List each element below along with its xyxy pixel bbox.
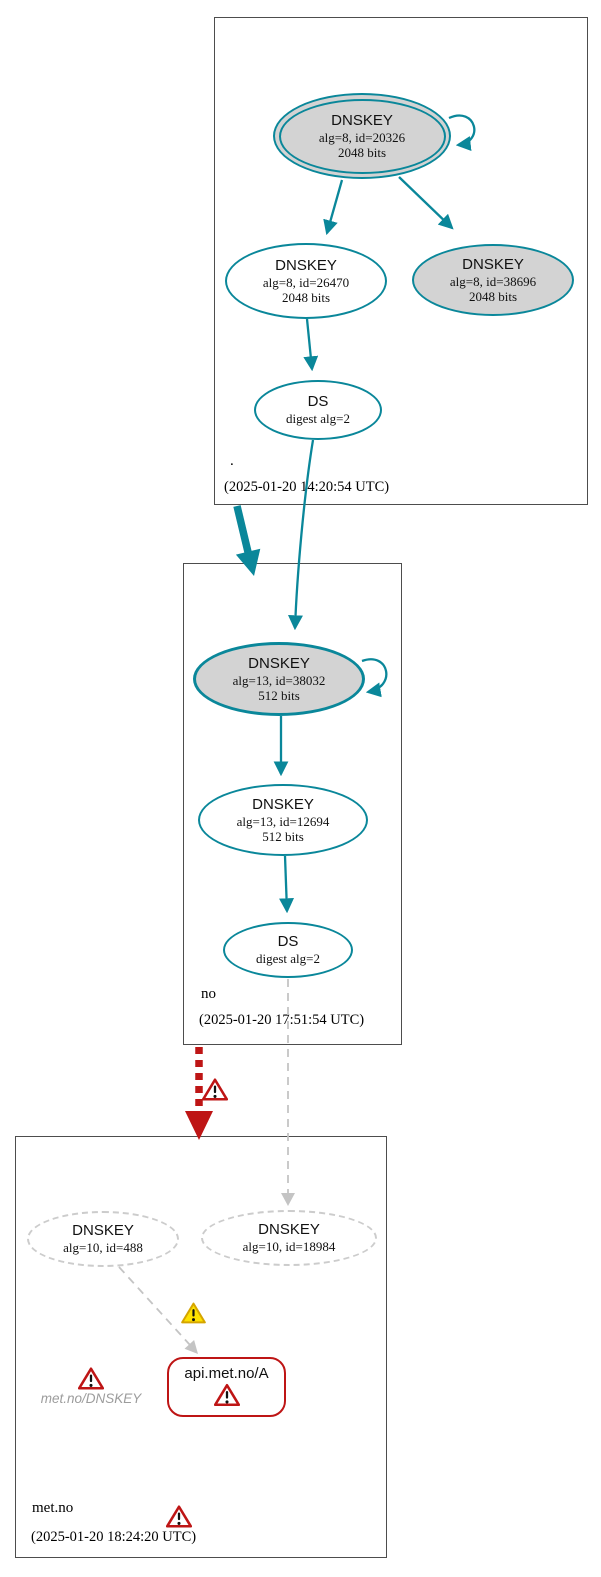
node-detail: digest alg=2	[255, 951, 321, 967]
node-detail: 2048 bits	[468, 288, 518, 304]
node-title: DNSKEY	[258, 1221, 320, 1239]
node-root-dnskey-26470[interactable]: DNSKEY alg=8, id=26470 2048 bits	[225, 243, 387, 319]
node-title: DNSKEY	[462, 255, 524, 273]
edge-no-ksk-selfloop	[361, 658, 388, 698]
rrset-label: api.met.no/A	[184, 1365, 269, 1382]
zone-box-metno: met.no (2025-01-20 18:24:20 UTC)	[15, 1136, 387, 1558]
node-no-dnskey-12694[interactable]: DNSKEY alg=13, id=12694 512 bits	[198, 784, 368, 856]
node-title: DS	[277, 933, 299, 951]
node-root-dnskey-20326-ksk[interactable]: DNSKEY alg=8, id=20326 2048 bits	[273, 93, 451, 179]
error-icon-delegation[interactable]	[202, 1077, 228, 1102]
node-metno-dnskey-18984[interactable]: DNSKEY alg=10, id=18984	[201, 1210, 377, 1266]
edge-no-zsk-to-ds	[279, 855, 295, 914]
node-detail: alg=8, id=38696	[449, 273, 537, 289]
node-root-dnskey-38696[interactable]: DNSKEY alg=8, id=38696 2048 bits	[412, 244, 574, 316]
node-no-dnskey-38032-ksk[interactable]: DNSKEY alg=13, id=38032 512 bits	[193, 642, 365, 716]
node-title: DNSKEY	[331, 111, 393, 129]
node-root-dnskey-20326-inner: DNSKEY alg=8, id=20326 2048 bits	[278, 98, 446, 174]
node-detail: alg=13, id=12694	[236, 813, 330, 829]
node-rrset-api-met-no-a[interactable]: api.met.no/A	[167, 1357, 286, 1417]
node-title: DNSKEY	[72, 1222, 134, 1240]
zone-timestamp-metno: (2025-01-20 18:24:20 UTC)	[31, 1529, 197, 1545]
node-detail: alg=13, id=38032	[232, 672, 326, 688]
error-icon-rrset[interactable]	[213, 1383, 240, 1407]
zone-label-metno: met.no	[32, 1500, 74, 1516]
edge-delegation-root-no-arrowhead	[235, 548, 261, 576]
node-title: DNSKEY	[252, 795, 314, 813]
node-detail: 2048 bits	[337, 144, 387, 160]
node-title: DNSKEY	[275, 256, 337, 274]
metno-dnskey-error-label: met.no/DNSKEY	[40, 1391, 142, 1406]
error-icon-metno-zone[interactable]	[166, 1504, 192, 1529]
node-detail: digest alg=2	[285, 411, 351, 427]
edge-no-ds-to-metno-key18984-arrowhead	[281, 1193, 295, 1206]
edge-root-ksk-to-key38696	[398, 176, 454, 230]
node-detail: 2048 bits	[281, 289, 331, 305]
node-no-ds[interactable]: DS digest alg=2	[223, 922, 353, 978]
zone-timestamp-no: (2025-01-20 17:51:54 UTC)	[199, 1012, 365, 1028]
edge-root-ds-to-no-ksk	[288, 439, 315, 631]
edge-root-ksk-to-zsk	[323, 179, 344, 236]
zone-box-no: no (2025-01-20 17:51:54 UTC)	[183, 563, 402, 1045]
zone-label-no: no	[201, 986, 216, 1002]
edge-metno-key488-to-rrset	[118, 1266, 191, 1346]
edge-root-ksk-selfloop	[448, 114, 476, 152]
zone-label-root: .	[230, 453, 234, 469]
node-detail: alg=10, id=488	[63, 1240, 143, 1256]
edge-delegation-no-metno-arrowhead	[185, 1111, 213, 1140]
node-root-ds[interactable]: DS digest alg=2	[254, 380, 382, 440]
edge-root-zsk-to-ds	[303, 318, 319, 372]
warning-icon-rrset-edge[interactable]	[181, 1301, 206, 1325]
node-title: DS	[307, 393, 329, 411]
node-title: DNSKEY	[248, 654, 310, 672]
node-metno-dnskey-488[interactable]: DNSKEY alg=10, id=488	[27, 1211, 179, 1267]
edge-metno-key488-to-rrset-arrowhead	[184, 1340, 198, 1354]
node-detail: alg=10, id=18984	[242, 1239, 336, 1255]
node-detail: alg=8, id=20326	[318, 129, 406, 145]
error-icon-metno-dnskey[interactable]	[78, 1366, 104, 1391]
node-detail: 512 bits	[258, 687, 300, 703]
edge-delegation-root-no	[233, 505, 252, 553]
node-detail: 512 bits	[262, 828, 304, 844]
node-detail: alg=8, id=26470	[262, 274, 350, 290]
